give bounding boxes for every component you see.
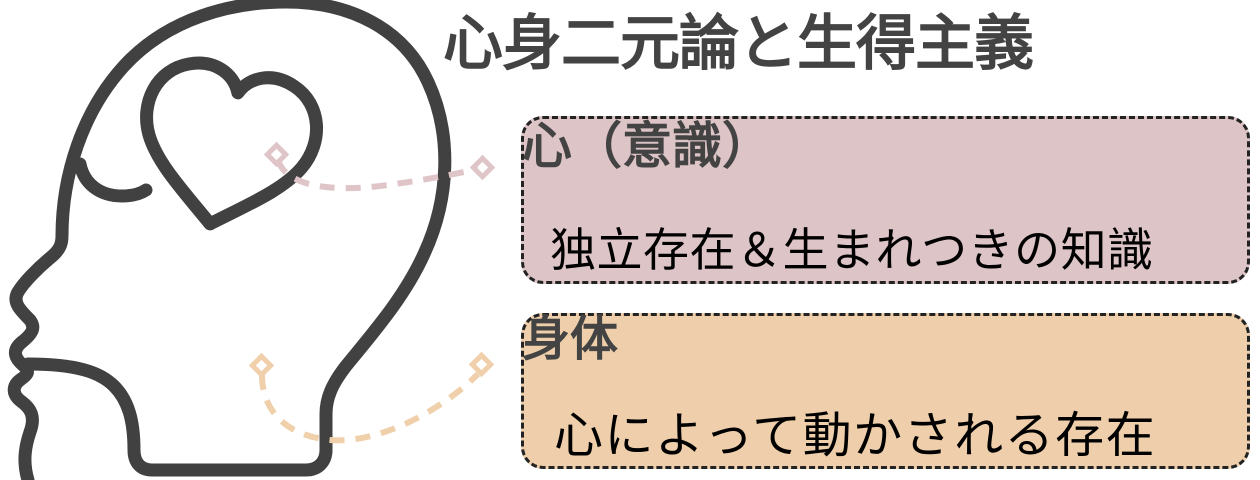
- closed-eye-icon: [73, 157, 153, 203]
- mind-connector-start-marker: [263, 141, 290, 168]
- concept-box-mind-detail: 独立存在＆生まれつきの知識: [550, 223, 1154, 277]
- body-connector-line: [259, 371, 481, 444]
- head-outline-path: [7, 0, 452, 480]
- body-connector-end-marker: [468, 351, 495, 378]
- heart-icon: [140, 56, 324, 231]
- page-title: 心身二元論と生得主義: [443, 10, 1034, 77]
- concept-box-mind-heading: 心（意識）: [522, 118, 772, 174]
- head-profile-illustration: [7, 0, 496, 480]
- mind-connector-line: [275, 158, 479, 192]
- concept-box-body-heading: 身体: [522, 313, 619, 366]
- concept-box-body[interactable]: 身体 心によって動かされる存在: [521, 313, 1250, 469]
- body-connector-start-marker: [248, 352, 275, 379]
- mind-connector-end-marker: [469, 154, 496, 181]
- concept-box-mind[interactable]: 心（意識） 独立存在＆生まれつきの知識: [521, 116, 1250, 284]
- concept-box-body-detail: 心によって動かされる存在: [554, 407, 1157, 464]
